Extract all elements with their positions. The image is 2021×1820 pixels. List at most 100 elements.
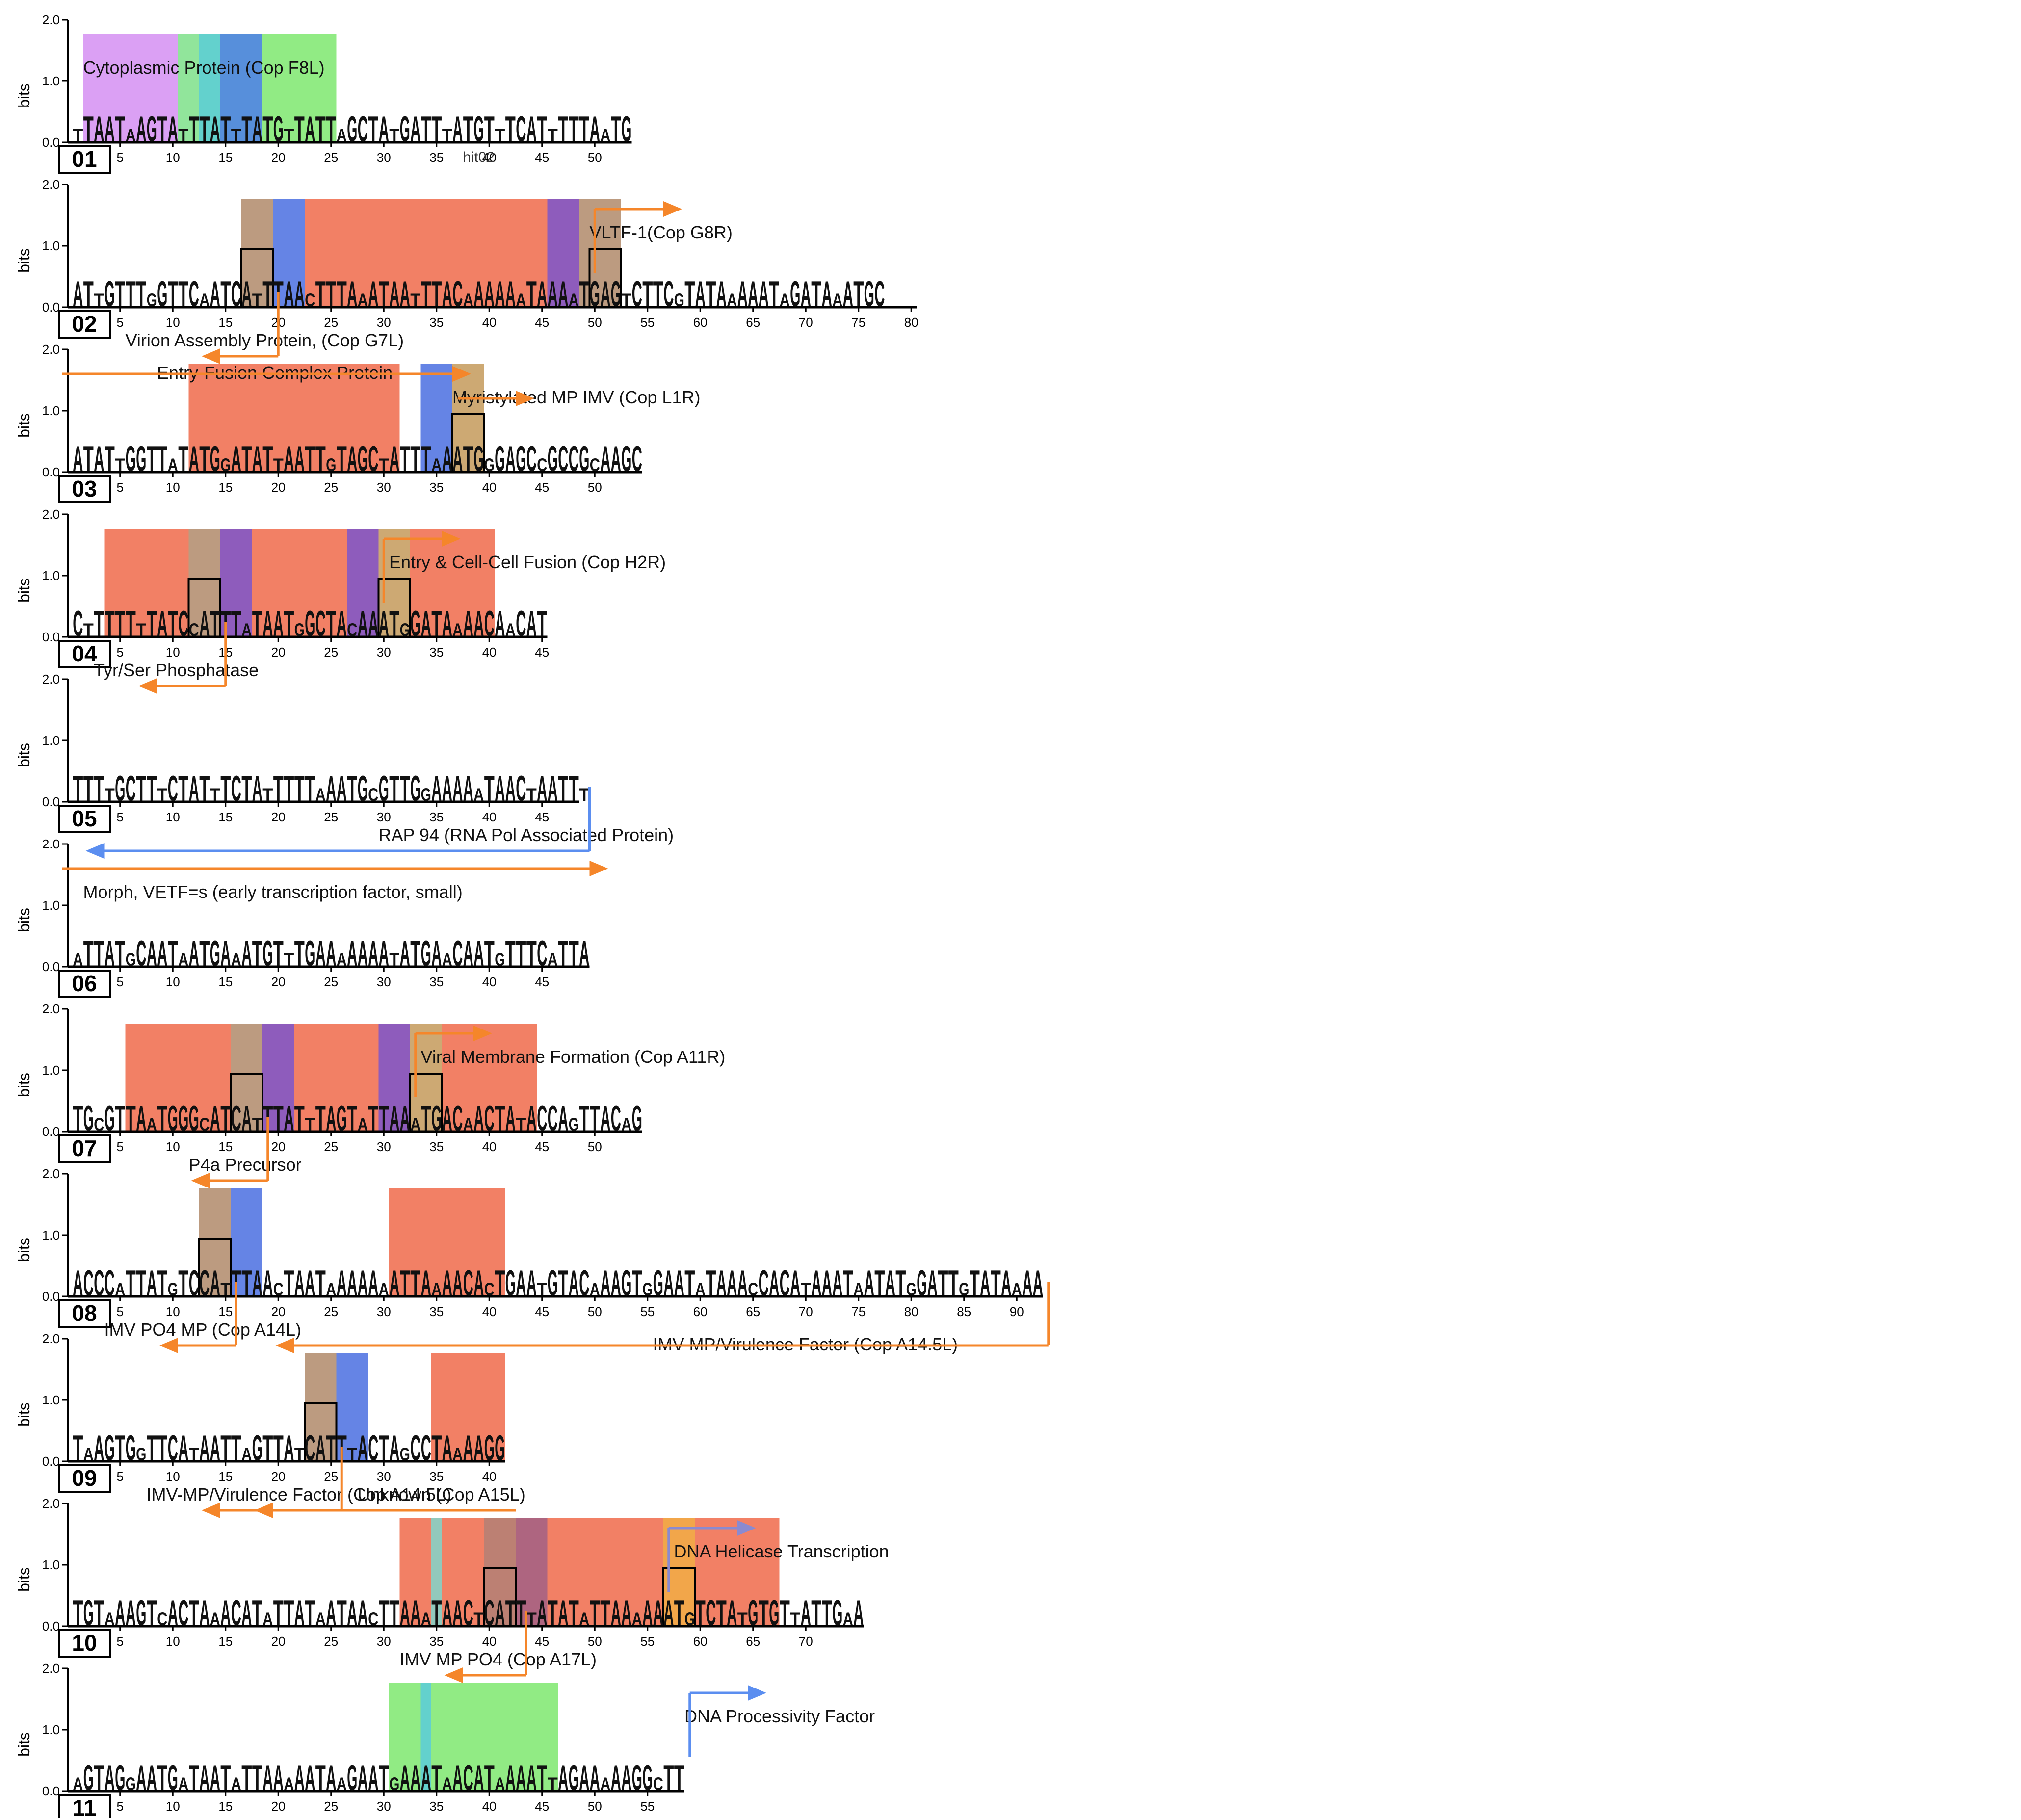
gene-arrow-head — [275, 1338, 294, 1353]
logo-letter: C — [516, 604, 526, 644]
gene-arrow-head — [202, 1503, 220, 1518]
logo-letter: A — [495, 604, 505, 644]
y-tick-label: 2.0 — [42, 837, 60, 851]
logo-letter: A — [495, 274, 505, 314]
logo-letter: T — [241, 1263, 252, 1303]
logo-letter: A — [600, 1098, 610, 1138]
logo-letter: A — [473, 785, 484, 805]
x-tick-label: 30 — [377, 1469, 391, 1484]
x-tick-label: 40 — [482, 315, 497, 330]
logo-letter: A — [73, 950, 83, 970]
logo-letter: A — [347, 1593, 357, 1633]
logo-letter: A — [389, 1098, 399, 1138]
logo-letter: T — [83, 620, 94, 640]
logo-letter: T — [262, 109, 273, 149]
x-tick-label: 5 — [117, 150, 124, 165]
logo-letter: A — [168, 1593, 178, 1633]
logo-letter: T — [178, 768, 188, 809]
logo-letter: A — [241, 274, 252, 314]
logo-letter: A — [537, 768, 547, 809]
logo-letter: A — [189, 439, 199, 479]
logo-letter: A — [748, 274, 758, 314]
logo-letter: T — [126, 1263, 136, 1303]
logo-letter: A — [358, 1428, 368, 1468]
logo-letter: G — [358, 768, 368, 809]
x-tick-label: 15 — [218, 315, 233, 330]
logo-letter: A — [347, 439, 357, 479]
logo-letter: G — [400, 620, 410, 640]
x-tick-label: 15 — [218, 150, 233, 165]
logo-letter: A — [315, 1428, 326, 1468]
logo-letter: T — [759, 1593, 769, 1633]
logo-letter: T — [558, 109, 568, 149]
logo-letter: A — [505, 439, 516, 479]
y-tick-label: 0.0 — [42, 630, 60, 644]
x-tick-label: 20 — [271, 1469, 286, 1484]
logo-letter: A — [579, 1609, 589, 1629]
logo-letter: A — [115, 1279, 125, 1299]
logo-letter: G — [484, 455, 495, 475]
logo-letter: T — [537, 1758, 547, 1798]
logo-letter: A — [358, 604, 368, 644]
logo-letter: T — [463, 439, 473, 479]
logo-letter: A — [737, 1263, 748, 1303]
logo-letter: T — [262, 1428, 273, 1468]
x-tick-label: 30 — [377, 1799, 391, 1814]
x-tick-label: 35 — [429, 1139, 444, 1154]
logo-letter: A — [210, 1758, 220, 1798]
logo-letter: T — [526, 1609, 537, 1629]
x-tick-label: 65 — [746, 1634, 760, 1649]
logo-letter: T — [663, 1758, 674, 1798]
motif-highlight — [220, 34, 262, 142]
gene-arrow-head — [202, 348, 220, 364]
logo-letter: A — [516, 1758, 526, 1798]
gene-annotation-label: Virion Assembly Protein, (Cop G7L) — [126, 330, 404, 350]
logo-letter: T — [347, 1098, 357, 1138]
y-axis-label: bits — [15, 1567, 33, 1592]
x-tick-label: 20 — [271, 1799, 286, 1814]
logo-letter: A — [410, 109, 420, 149]
logo-letter: A — [442, 439, 452, 479]
logo-letter: T — [273, 1098, 284, 1138]
y-axis-label: bits — [15, 1238, 33, 1262]
logo-letter: A — [452, 620, 463, 640]
logo-letter: A — [463, 604, 473, 644]
logo-letter: A — [252, 1263, 262, 1303]
logo-letter: T — [389, 125, 399, 145]
logo-letter: A — [642, 1593, 653, 1633]
logo-letter: A — [262, 1263, 273, 1303]
x-tick-label: 15 — [218, 1304, 233, 1319]
logo-letter: A — [548, 950, 558, 970]
x-tick-label: 45 — [535, 645, 549, 659]
x-tick-label: 35 — [429, 1799, 444, 1814]
logo-letter: A — [368, 604, 378, 644]
logo-letter: G — [147, 290, 157, 310]
panel-id-box — [58, 1794, 111, 1820]
x-tick-label: 10 — [166, 645, 180, 659]
y-axis-label: bits — [15, 1402, 33, 1427]
logo-letter: G — [178, 1098, 188, 1138]
motif-highlight — [484, 1518, 516, 1626]
logo-letter: T — [315, 274, 326, 314]
logo-letter: A — [379, 933, 389, 974]
logo-letter: C — [178, 1593, 188, 1633]
logo-letter: A — [590, 109, 600, 149]
logo-letter: A — [337, 125, 347, 145]
logo-letter: T — [621, 290, 631, 310]
logo-letter: T — [189, 1758, 199, 1798]
logo-letter: T — [537, 604, 547, 644]
logo-letter: T — [105, 604, 115, 644]
gene-annotation-label: DNA Helicase Transcription — [674, 1541, 889, 1561]
x-tick-label: 10 — [166, 975, 180, 989]
logo-letter: A — [305, 1758, 315, 1798]
x-tick-label: 50 — [588, 315, 602, 330]
x-tick-label: 70 — [799, 1634, 813, 1649]
logo-letter: T — [305, 768, 315, 809]
logo-letter: T — [379, 1758, 389, 1798]
logo-letter: A — [241, 1098, 252, 1138]
logo-letter: A — [452, 109, 463, 149]
logo-letter: T — [853, 274, 864, 314]
logo-letter: C — [421, 1428, 431, 1468]
gene-annotation-label: Viral Membrane Formation (Cop A11R) — [421, 1047, 726, 1067]
